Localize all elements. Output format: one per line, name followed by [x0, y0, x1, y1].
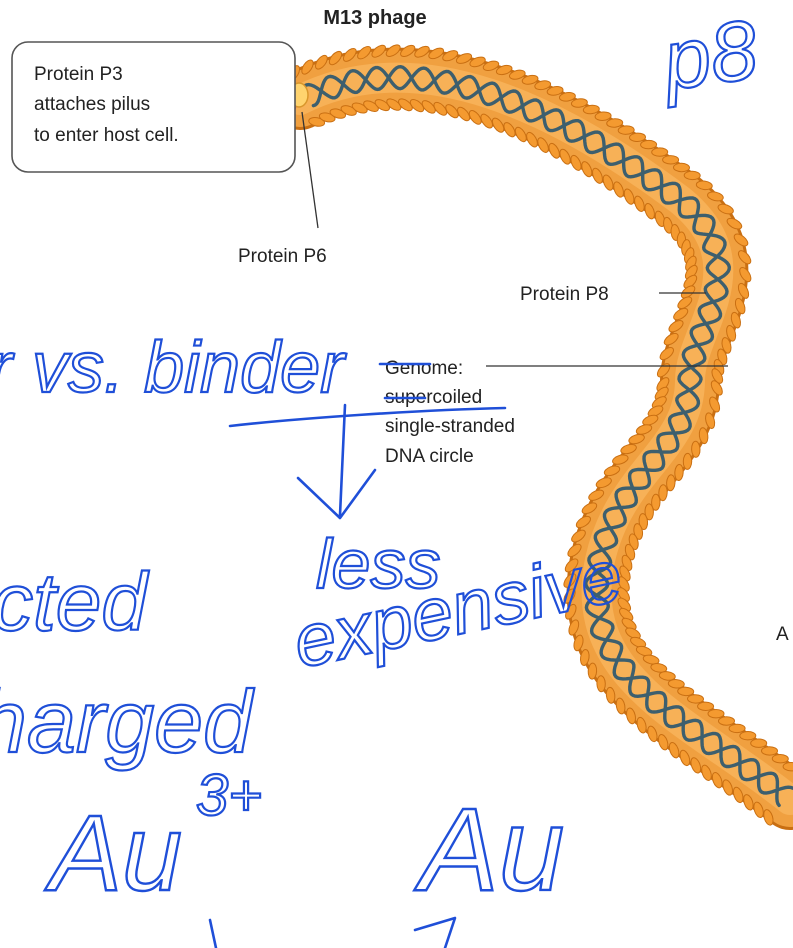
- protein-p8-unit: [708, 709, 724, 717]
- protein-p8-unit: [718, 717, 734, 725]
- protein-p8-unit: [663, 156, 679, 164]
- genome-line-4: DNA circle: [385, 446, 474, 467]
- ink-arrow-bottom: [415, 918, 455, 948]
- protein-p8-unit: [751, 739, 767, 747]
- genome-line-3: single-stranded: [385, 416, 515, 437]
- phage-core: [300, 78, 790, 800]
- protein-p8-unit: [740, 731, 756, 740]
- protein-p8-unit: [677, 687, 693, 696]
- protein-p8-unit: [652, 148, 668, 157]
- protein-p8-unit: [687, 694, 703, 703]
- ink-vs-binder: r vs. binder: [0, 328, 347, 408]
- protein-p8-unit: [691, 441, 700, 457]
- protein-p8-unit: [729, 724, 745, 733]
- p3-callout-line-1: Protein P3: [34, 64, 123, 85]
- p6-leader-line: [302, 112, 318, 228]
- protein-p8-unit: [698, 702, 714, 711]
- edge-fragment-label: A: [776, 624, 789, 645]
- ink-tick-left: [210, 920, 216, 948]
- ink-p8: p8: [654, 2, 763, 109]
- protein-p8-unit: [673, 163, 689, 172]
- phage-coat-body: [300, 78, 790, 800]
- protein-p8-unit: [588, 663, 597, 679]
- ink-au: Au: [414, 784, 564, 916]
- protein-p8-unit: [772, 754, 788, 763]
- ink-cted: cted: [0, 557, 149, 648]
- label-protein-p8: Protein P8: [520, 284, 609, 305]
- ink-charged: harged: [0, 672, 255, 771]
- protein-p8-unit: [684, 171, 700, 180]
- p3-callout-line-2: attaches pilus: [34, 94, 150, 115]
- ink-arrow-down: [298, 405, 375, 518]
- p3-callout: Protein P3 attaches pilus to enter host …: [12, 42, 295, 172]
- ink-au3-superscript: 3+: [196, 763, 262, 828]
- protein-p8-unit: [683, 453, 692, 469]
- diagram-title: M13 phage: [323, 7, 426, 29]
- p3-callout-line-3: to enter host cell.: [34, 125, 179, 146]
- phage-coat-outline: [300, 78, 790, 800]
- phage-filament: [286, 43, 793, 827]
- protein-p8-coat-units: [286, 43, 793, 827]
- genome-dna-helix: [305, 67, 793, 806]
- protein-p8-unit: [761, 747, 777, 756]
- ink-au3: Au: [44, 792, 182, 913]
- protein-p8-unit: [618, 126, 634, 135]
- label-protein-p6: Protein P6: [238, 246, 327, 267]
- genome-line-1: Genome:: [385, 358, 463, 379]
- protein-p8-unit: [597, 676, 606, 692]
- protein-p8-unit: [629, 133, 645, 142]
- protein-p8-unit: [641, 140, 657, 149]
